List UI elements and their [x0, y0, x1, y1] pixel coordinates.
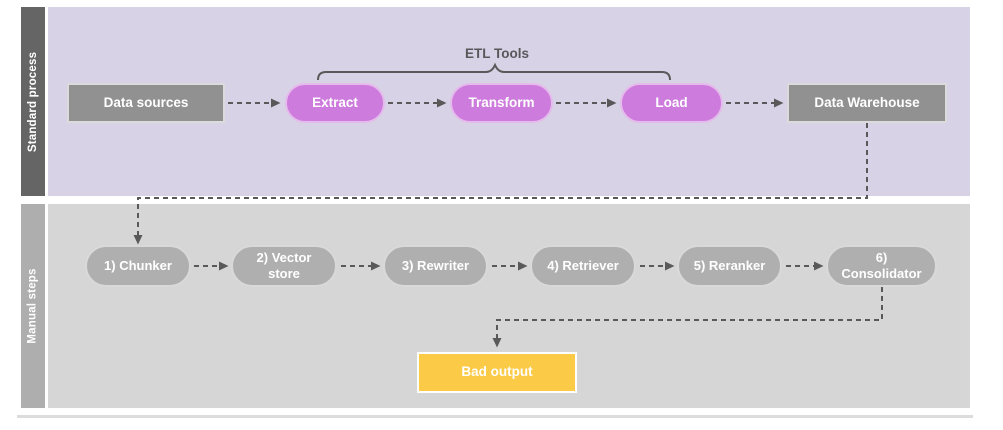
node-rewriter: 3) Rewriter — [383, 245, 488, 287]
standard-lane-label-bar: Standard process — [21, 7, 45, 196]
node-data-warehouse: Data Warehouse — [787, 83, 947, 123]
etl-tools-bracket — [317, 62, 671, 81]
node-retriever: 4) Retriever — [530, 245, 636, 287]
node-extract: Extract — [285, 83, 385, 123]
node-bad-output: Bad output — [417, 352, 577, 393]
node-consolidator: 6) Consolidator — [826, 245, 937, 287]
connector-warehouse-chunker — [133, 123, 868, 245]
node-vector-store: 2) Vector store — [231, 245, 337, 287]
bottom-separator-line — [17, 415, 973, 418]
node-chunker: 1) Chunker — [85, 245, 191, 287]
node-load: Load — [620, 83, 723, 123]
node-reranker: 5) Reranker — [677, 245, 782, 287]
node-data-sources: Data sources — [67, 83, 225, 123]
etl-tools-caption: ETL Tools — [465, 46, 529, 61]
manual-lane-label-bar: Manual steps — [21, 204, 45, 408]
connector-consolidator-badoutput — [492, 287, 883, 348]
node-transform: Transform — [450, 83, 553, 123]
